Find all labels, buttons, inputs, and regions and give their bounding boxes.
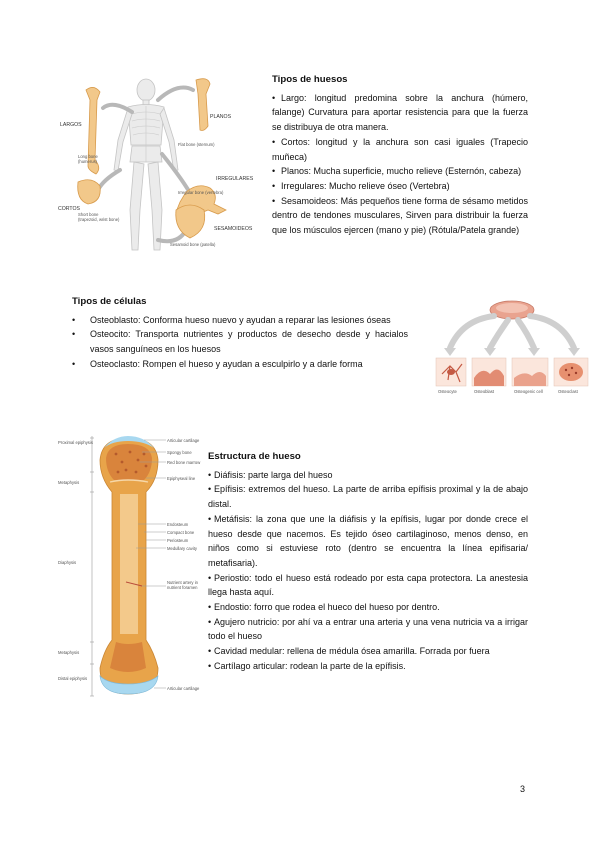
bone-cells-figure: Osteocyte Osteoblast Osteogenic cell Ost… [432, 300, 592, 412]
list-item: •Periostio: todo el hueso está rodeado p… [208, 572, 528, 598]
bone-structure-illustration: Proximal epiphysis Metaphysis Diaphysis … [58, 436, 201, 697]
bone-types-section: Tipos de huesos •Largo: longitud predomi… [272, 73, 528, 238]
bullet-icon: • [72, 358, 76, 369]
list-item: •Osteoblasto: Conforma hueso nuevo y ayu… [72, 313, 408, 328]
label-long-bone-2: (humerus) [78, 159, 98, 164]
bullet-icon: • [272, 166, 276, 177]
list-item: •Epífisis: extremos del hueso. La parte … [208, 484, 528, 510]
label-diaphysis: Diaphysis [58, 560, 76, 565]
bullet-icon: • [208, 616, 212, 627]
label-largos: LARGOS [60, 122, 82, 128]
label-short-bone-2: (trapezoid, wrist bone) [78, 217, 120, 222]
bone-types-figure: LARGOS PLANOS IRREGULARES CORTOS SESAMOI… [58, 70, 268, 270]
list-item: •Cartílago articular: rodean la parte de… [208, 659, 528, 674]
bullet-icon: • [208, 572, 212, 583]
label-osteoblast: Osteoblast [474, 389, 495, 394]
bullet-icon: • [272, 195, 276, 206]
label-flat-bone: Flat bone (sternum) [178, 142, 215, 147]
bullet-icon: • [72, 314, 76, 325]
label-metaphysis-bottom: Metaphysis [58, 650, 79, 655]
cell-types-section: Tipos de células •Osteoblasto: Conforma … [72, 295, 408, 372]
list-item: •Planos: Mucha superficie, mucho relieve… [272, 164, 528, 179]
bullet-icon: • [208, 484, 212, 495]
label-proximal-epiphysis: Proximal epiphysis [58, 440, 93, 445]
label-articular-cartilage-top: Articular cartilage [167, 438, 200, 443]
label-irregulares: IRREGULARES [216, 176, 254, 182]
bullet-icon: • [208, 602, 212, 613]
list-item: •Cortos: longitud y la anchura son casi … [272, 136, 528, 162]
label-cortos: CORTOS [58, 206, 81, 212]
list-item: •Cavidad medular: rellena de médula ósea… [208, 644, 528, 659]
bullet-icon: • [72, 329, 76, 340]
label-articular-cartilage-bottom: Articular cartilage [167, 686, 200, 691]
label-endosteum: Endosteum [167, 522, 189, 527]
label-planos: PLANOS [210, 114, 232, 120]
bullet-icon: • [272, 136, 276, 147]
label-nutrient-artery: Nutrient artery in [167, 580, 199, 585]
cell-types-list: •Osteoblasto: Conforma hueso nuevo y ayu… [72, 313, 408, 372]
label-osteocyte: Osteocyte [438, 389, 458, 394]
list-item: •Irregulares: Mucho relieve óseo (Verteb… [272, 179, 528, 194]
bullet-icon: • [272, 92, 276, 103]
bullet-icon: • [272, 180, 276, 191]
page-number: 3 [520, 784, 526, 794]
cell-types-title: Tipos de células [72, 296, 147, 307]
label-osteoclast: Osteoclast [558, 389, 579, 394]
label-red-marrow: Red bone marrow [167, 460, 201, 465]
bone-structure-title: Estructura de hueso [208, 451, 301, 462]
bone-cells-illustration: Osteocyte Osteoblast Osteogenic cell Ost… [435, 300, 589, 394]
label-medullary-cavity: Medullary cavity [167, 546, 198, 551]
label-long-bone: Long bone [78, 154, 98, 159]
label-spongy-bone: Spongy bone [167, 450, 192, 455]
label-nutrient-foramen: nutrient foramen [167, 585, 198, 590]
list-item: •Metáfisis: la zona que une la diáfisis … [208, 513, 528, 568]
label-sesamoideos: SESAMOIDEOS [214, 226, 253, 232]
label-epiphyseal-line: Epiphyseal line [167, 476, 196, 481]
list-item: •Osteoclasto: Rompen el hueso y ayudan a… [72, 357, 408, 372]
label-distal-epiphysis: Distal epiphysis [58, 676, 87, 681]
list-item: •Sesamoideos: Más pequeños tiene forma d… [272, 195, 528, 236]
list-item: •Endostio: forro que rodea el hueco del … [208, 600, 528, 615]
label-short-bone: Short bone [78, 212, 99, 217]
label-periosteum: Periosteum [167, 538, 189, 543]
list-item: •Agujero nutricio: por ahí va a entrar u… [208, 616, 528, 642]
label-metaphysis-top: Metaphysis [58, 480, 79, 485]
bone-types-illustration: LARGOS PLANOS IRREGULARES CORTOS SESAMOI… [58, 78, 254, 251]
list-item: •Largo: longitud predomina sobre la anch… [272, 92, 528, 133]
label-irregular-bone: Irregular bone (vertebra) [178, 190, 224, 195]
bullet-icon: • [208, 469, 212, 480]
label-sesamoid-bone: Sesamoid bone (patella) [170, 242, 216, 247]
list-item: •Diáfisis: parte larga del hueso [208, 468, 528, 483]
bullet-icon: • [208, 513, 212, 524]
bone-types-title: Tipos de huesos [272, 74, 348, 85]
bone-structure-list: •Diáfisis: parte larga del hueso •Epífis… [208, 468, 528, 674]
bone-types-list: •Largo: longitud predomina sobre la anch… [272, 91, 528, 238]
bone-structure-figure: Proximal epiphysis Metaphysis Diaphysis … [58, 432, 204, 700]
bullet-icon: • [208, 646, 212, 657]
label-compact-bone: Compact bone [167, 530, 195, 535]
list-item: •Osteocito: Transporta nutrientes y prod… [72, 329, 408, 355]
bone-structure-section: Estructura de hueso •Diáfisis: parte lar… [208, 450, 528, 674]
label-osteogenic-cell: Osteogenic cell [514, 389, 543, 394]
bullet-icon: • [208, 660, 212, 671]
